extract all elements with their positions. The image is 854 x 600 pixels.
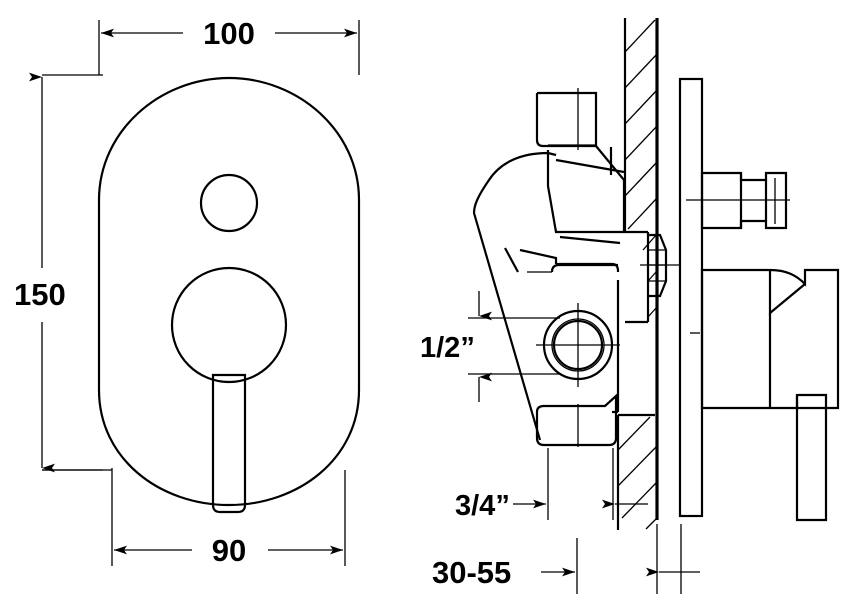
valve-body-notch-tick-a (504, 247, 519, 273)
valve-body-top-edge (555, 158, 625, 174)
valve-body (472, 88, 680, 447)
dimension-half-inch: 1/2” (420, 291, 560, 402)
upper-spout-top (537, 91, 598, 146)
mounting-plate (678, 77, 704, 518)
dim-label-wall-depth: 30-55 (432, 555, 511, 590)
dim-label-90: 90 (212, 533, 246, 568)
handle-escutcheon-outline (700, 268, 840, 410)
valve-body-mid-shelf (559, 235, 621, 245)
dimension-height-150: 150 (14, 72, 103, 473)
wall-hatching-upper (624, 19, 658, 318)
valve-body-left-contour (472, 151, 557, 441)
dim-label-100: 100 (203, 16, 255, 51)
hex-nut (640, 233, 680, 298)
dim-label-150: 150 (14, 277, 66, 312)
wall-section (616, 18, 659, 530)
dimension-width-90: 90 (42, 468, 346, 568)
upper-spout-outline (535, 93, 626, 234)
faceplate-outline (97, 76, 361, 507)
dim-label-half-inch: 1/2” (420, 332, 475, 364)
side-port-assembly (536, 303, 620, 387)
lever-arm-side (795, 393, 828, 522)
handle-taper-line (768, 270, 806, 316)
handle-assembly (690, 268, 840, 522)
cartridge-hub-circle (170, 266, 288, 384)
lever-handle-front (211, 373, 247, 514)
bottom-inlet-fitting (535, 393, 618, 447)
valve-body-lower-ledge-2 (519, 248, 558, 264)
dim-label-three-quarter-inch: 3/4” (455, 490, 510, 522)
front-view-group: 100 150 90 (14, 16, 361, 568)
outlet-spigot (686, 171, 790, 230)
dimension-three-quarter-inch: 3/4” (455, 448, 648, 522)
wall-hatching-lower (617, 416, 658, 530)
valve-body-lower-ledge-base (550, 263, 618, 273)
side-section-view-group: 1/2” 3/4” 30-55 (420, 18, 840, 594)
dimension-wall-depth: 30-55 (432, 524, 700, 594)
dimension-width-100: 100 (98, 16, 360, 75)
diverter-button-circle (199, 173, 259, 233)
